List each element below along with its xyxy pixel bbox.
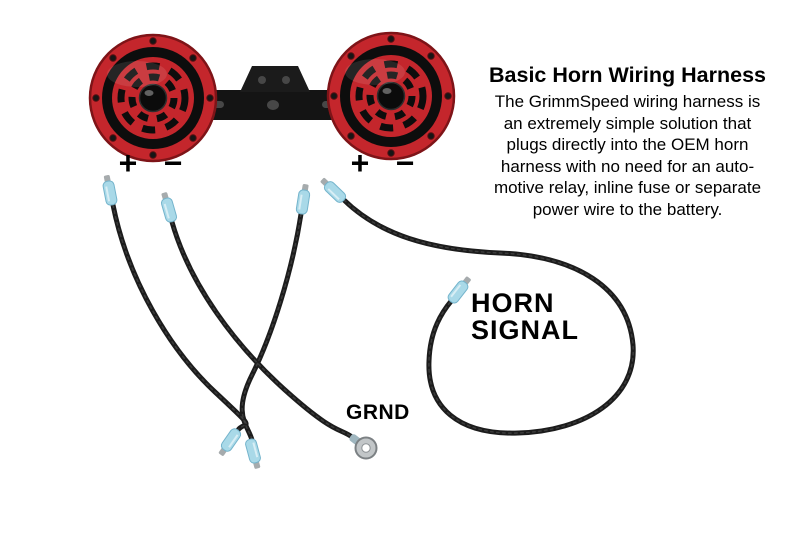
spade-connector (294, 182, 313, 216)
ground-label: GRND (346, 401, 410, 424)
description-line: plugs directly into the OEM horn (506, 135, 749, 154)
horn-right-negative-label: − (395, 145, 415, 181)
description-line: The GrimmSpeed wiring harness is (494, 92, 761, 111)
horn-left-image (89, 34, 217, 162)
spade-connector (215, 426, 244, 459)
description-line: an extremely simple solution that (503, 113, 752, 133)
spade-connector (157, 190, 179, 225)
diagram-description: The GrimmSpeed wiring harness is an extr… (455, 91, 800, 220)
horn-signal-label-line2: SIGNAL (471, 315, 580, 345)
wire-ground (169, 219, 355, 440)
diagram-title: Basic Horn Wiring Harness (489, 63, 766, 87)
mounting-bracket (198, 66, 348, 120)
horn-left-positive-label: + (118, 145, 138, 181)
horn-signal-label-line1: HORN (471, 288, 555, 318)
description-line: harness with no need for an auto- (500, 156, 755, 176)
spade-connector (445, 273, 475, 306)
description-line: motive relay, inline fuse or separate (493, 178, 762, 197)
ring-terminal (349, 434, 378, 460)
horn-signal-label: HORN SIGNAL (471, 290, 579, 344)
description-line: power wire to the battery. (532, 199, 723, 219)
spade-connector (243, 436, 264, 471)
horn-right-positive-label: + (350, 145, 370, 181)
horn-right-image (327, 32, 455, 160)
horn-left-negative-label: − (163, 145, 183, 181)
